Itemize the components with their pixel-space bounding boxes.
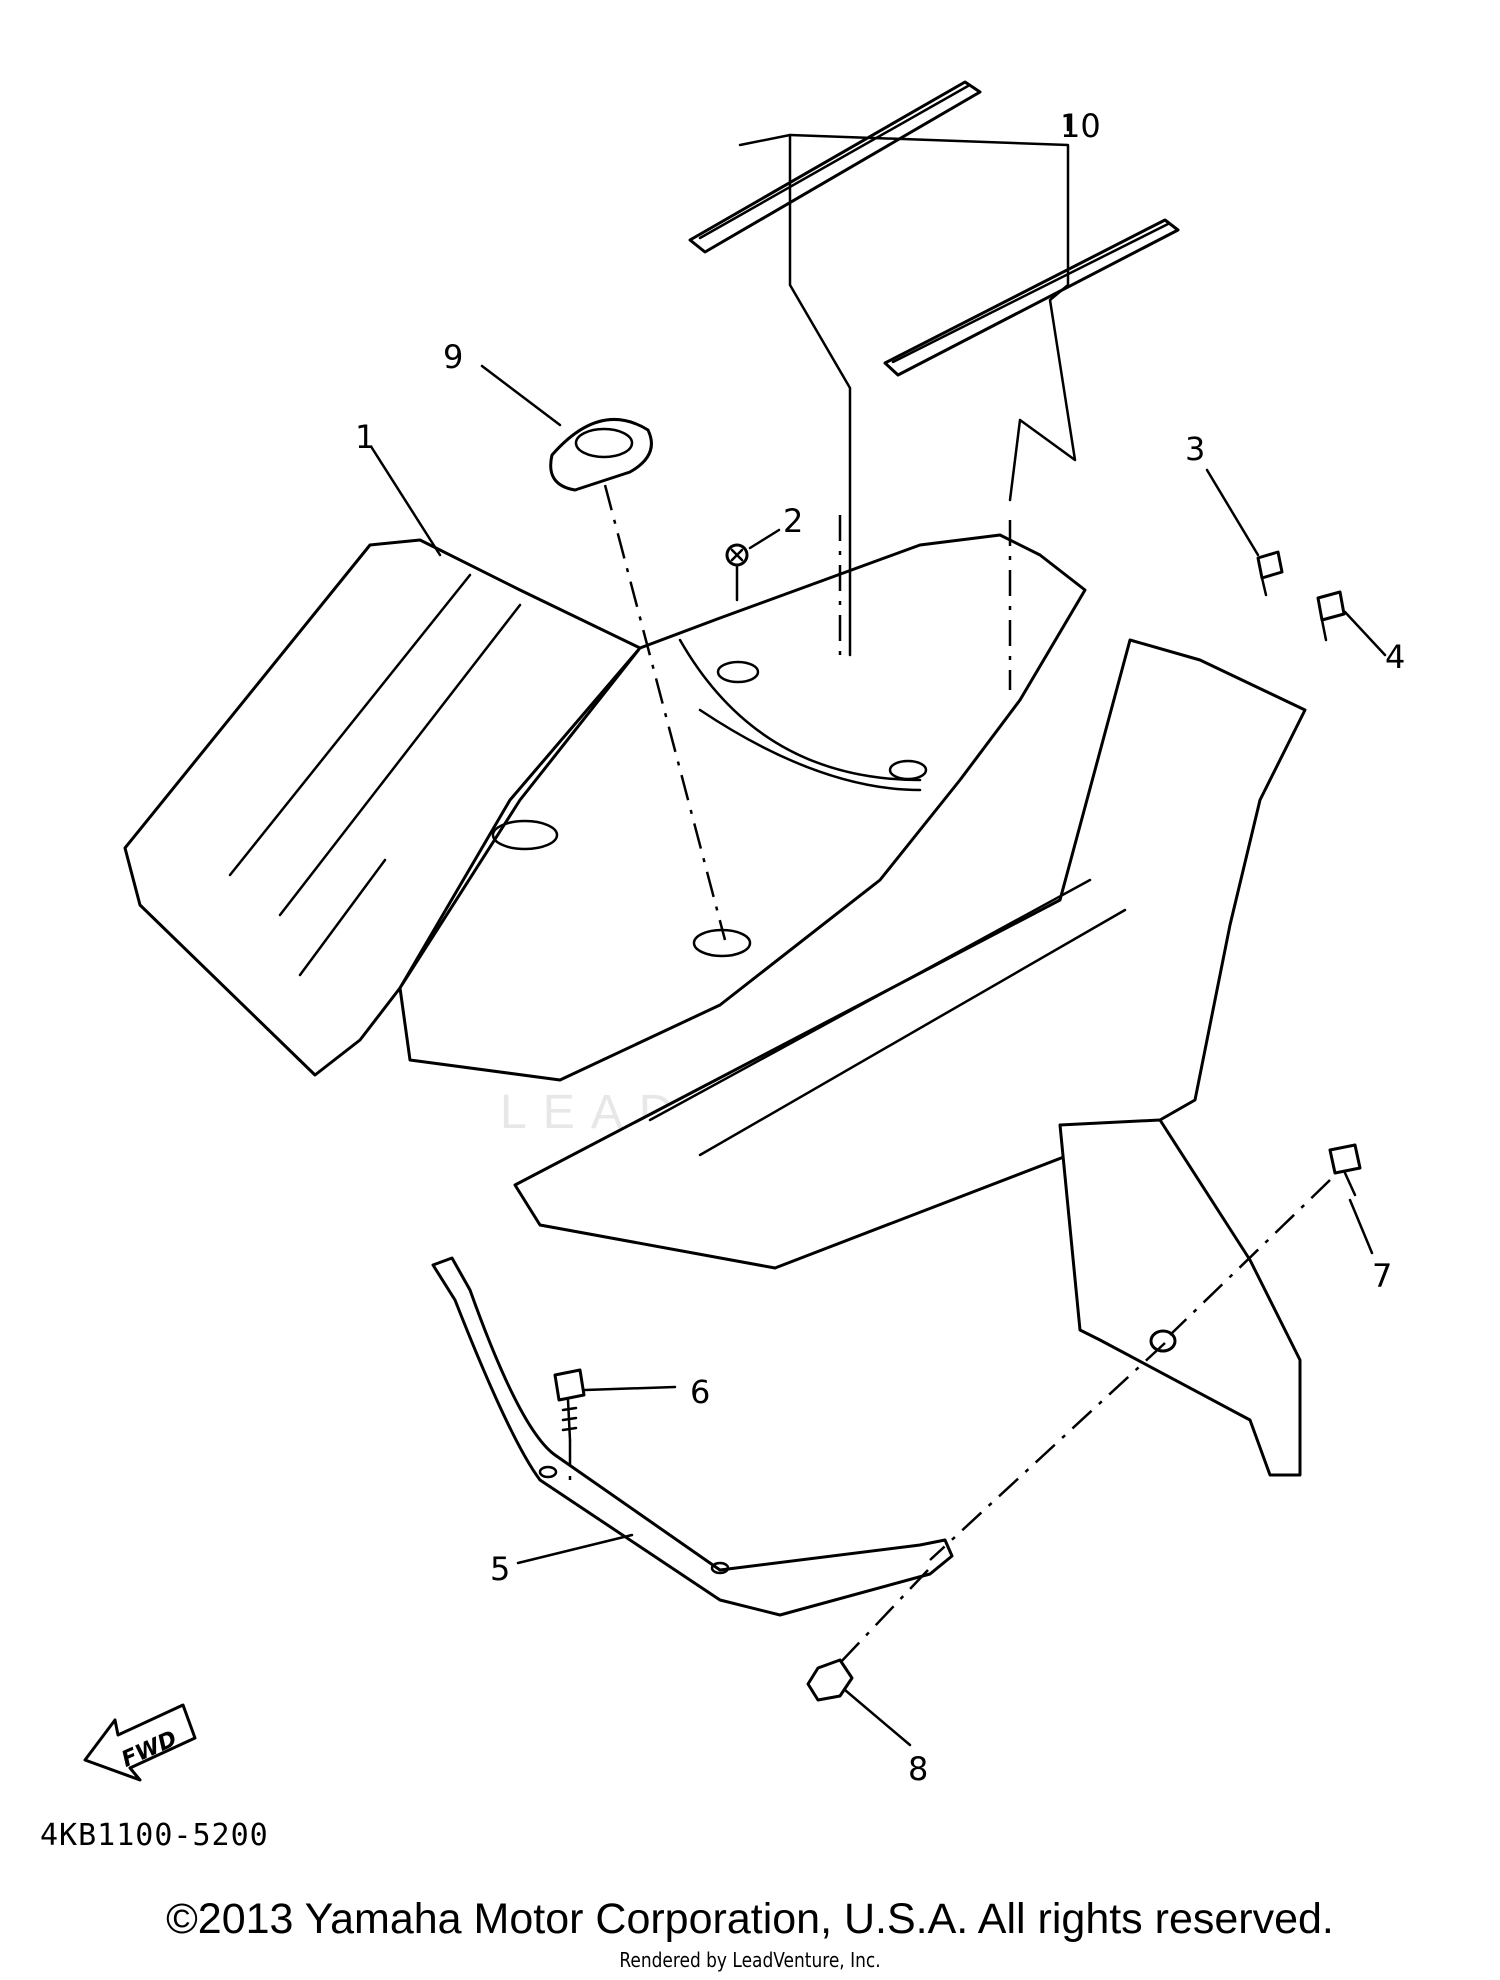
diagram-code: 4KB1100-5200 bbox=[40, 1818, 269, 1853]
part-3-bolt bbox=[1256, 550, 1284, 597]
part-10-trim-strips bbox=[688, 80, 1180, 377]
rendered-by-credit: Rendered by LeadVenture, Inc. bbox=[619, 1948, 881, 1972]
callout-labels: 1 2 3 4 5 6 7 8 9 10 bbox=[355, 107, 1405, 1788]
callout-3: 3 bbox=[1185, 430, 1205, 468]
part-6-bolt bbox=[553, 1368, 586, 1442]
copyright-notice: ©2013 Yamaha Motor Corporation, U.S.A. A… bbox=[166, 1895, 1334, 1943]
callout-5: 5 bbox=[490, 1550, 510, 1588]
alignment-lines bbox=[568, 484, 1331, 1666]
part-7-screw bbox=[1328, 1143, 1362, 1197]
part-8-nut bbox=[806, 1658, 854, 1702]
part-9-cap bbox=[549, 417, 653, 492]
callout-6: 6 bbox=[690, 1373, 710, 1411]
part-5-bracket bbox=[431, 1256, 954, 1617]
fwd-arrow-icon: FWD bbox=[83, 1703, 197, 1782]
callout-10: 10 bbox=[1060, 107, 1101, 145]
leader-lines bbox=[370, 113, 1387, 1747]
part-10-bracket-lines bbox=[738, 133, 1077, 657]
callout-2: 2 bbox=[783, 502, 803, 540]
part-1-front-fender bbox=[123, 533, 1307, 1477]
part-2-screw bbox=[725, 543, 749, 602]
callout-7: 7 bbox=[1372, 1257, 1392, 1295]
callout-4: 4 bbox=[1385, 638, 1405, 676]
callout-8: 8 bbox=[908, 1750, 928, 1788]
callout-9: 9 bbox=[443, 338, 463, 376]
part-4-bolt bbox=[1316, 590, 1346, 642]
callout-1: 1 bbox=[355, 418, 375, 456]
